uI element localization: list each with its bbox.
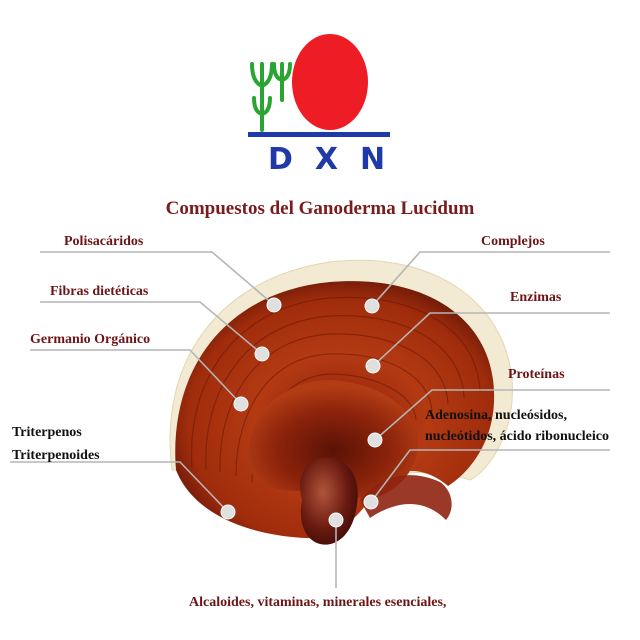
label-enzimas: Enzimas [510,290,562,305]
label-complejos: Complejos [481,234,545,249]
marker-enzimas [365,358,381,374]
marker-germanio [233,396,249,412]
marker-complejos [364,298,380,314]
label-adenosina-line1: Adenosina, nucleósidos, [425,408,567,423]
label-polisacaridos: Polisacáridos [64,234,144,249]
logo-plant-icon [250,62,292,132]
logo-bar [248,132,390,137]
label-triterpenos: Triterpenos [12,425,82,440]
logo-sun-icon [292,34,368,130]
mushroom-illustration [169,259,513,545]
marker-adenosina [363,494,379,510]
diagram-title: Compuestos del Ganoderma Lucidum [165,198,475,219]
marker-dots [220,297,383,528]
label-triterpenoides: Triterpenoides [12,448,100,463]
label-proteinas: Proteínas [508,367,565,382]
label-fibras: Fibras dietéticas [50,284,149,299]
marker-polisacaridos [266,297,282,313]
label-germanio: Germanio Orgánico [30,332,151,347]
label-alcaloides: Alcaloides, vitaminas, minerales esencia… [189,595,447,610]
leader-lines [10,251,610,588]
marker-proteinas [367,432,383,448]
logo-text: DXN [268,142,408,177]
dxn-logo-icon [248,34,390,137]
marker-alcaloides [328,512,344,528]
label-adenosina-line2: nucleótidos, ácido ribonucleico [425,429,609,444]
marker-triterpenos [220,504,236,520]
marker-fibras [254,346,270,362]
